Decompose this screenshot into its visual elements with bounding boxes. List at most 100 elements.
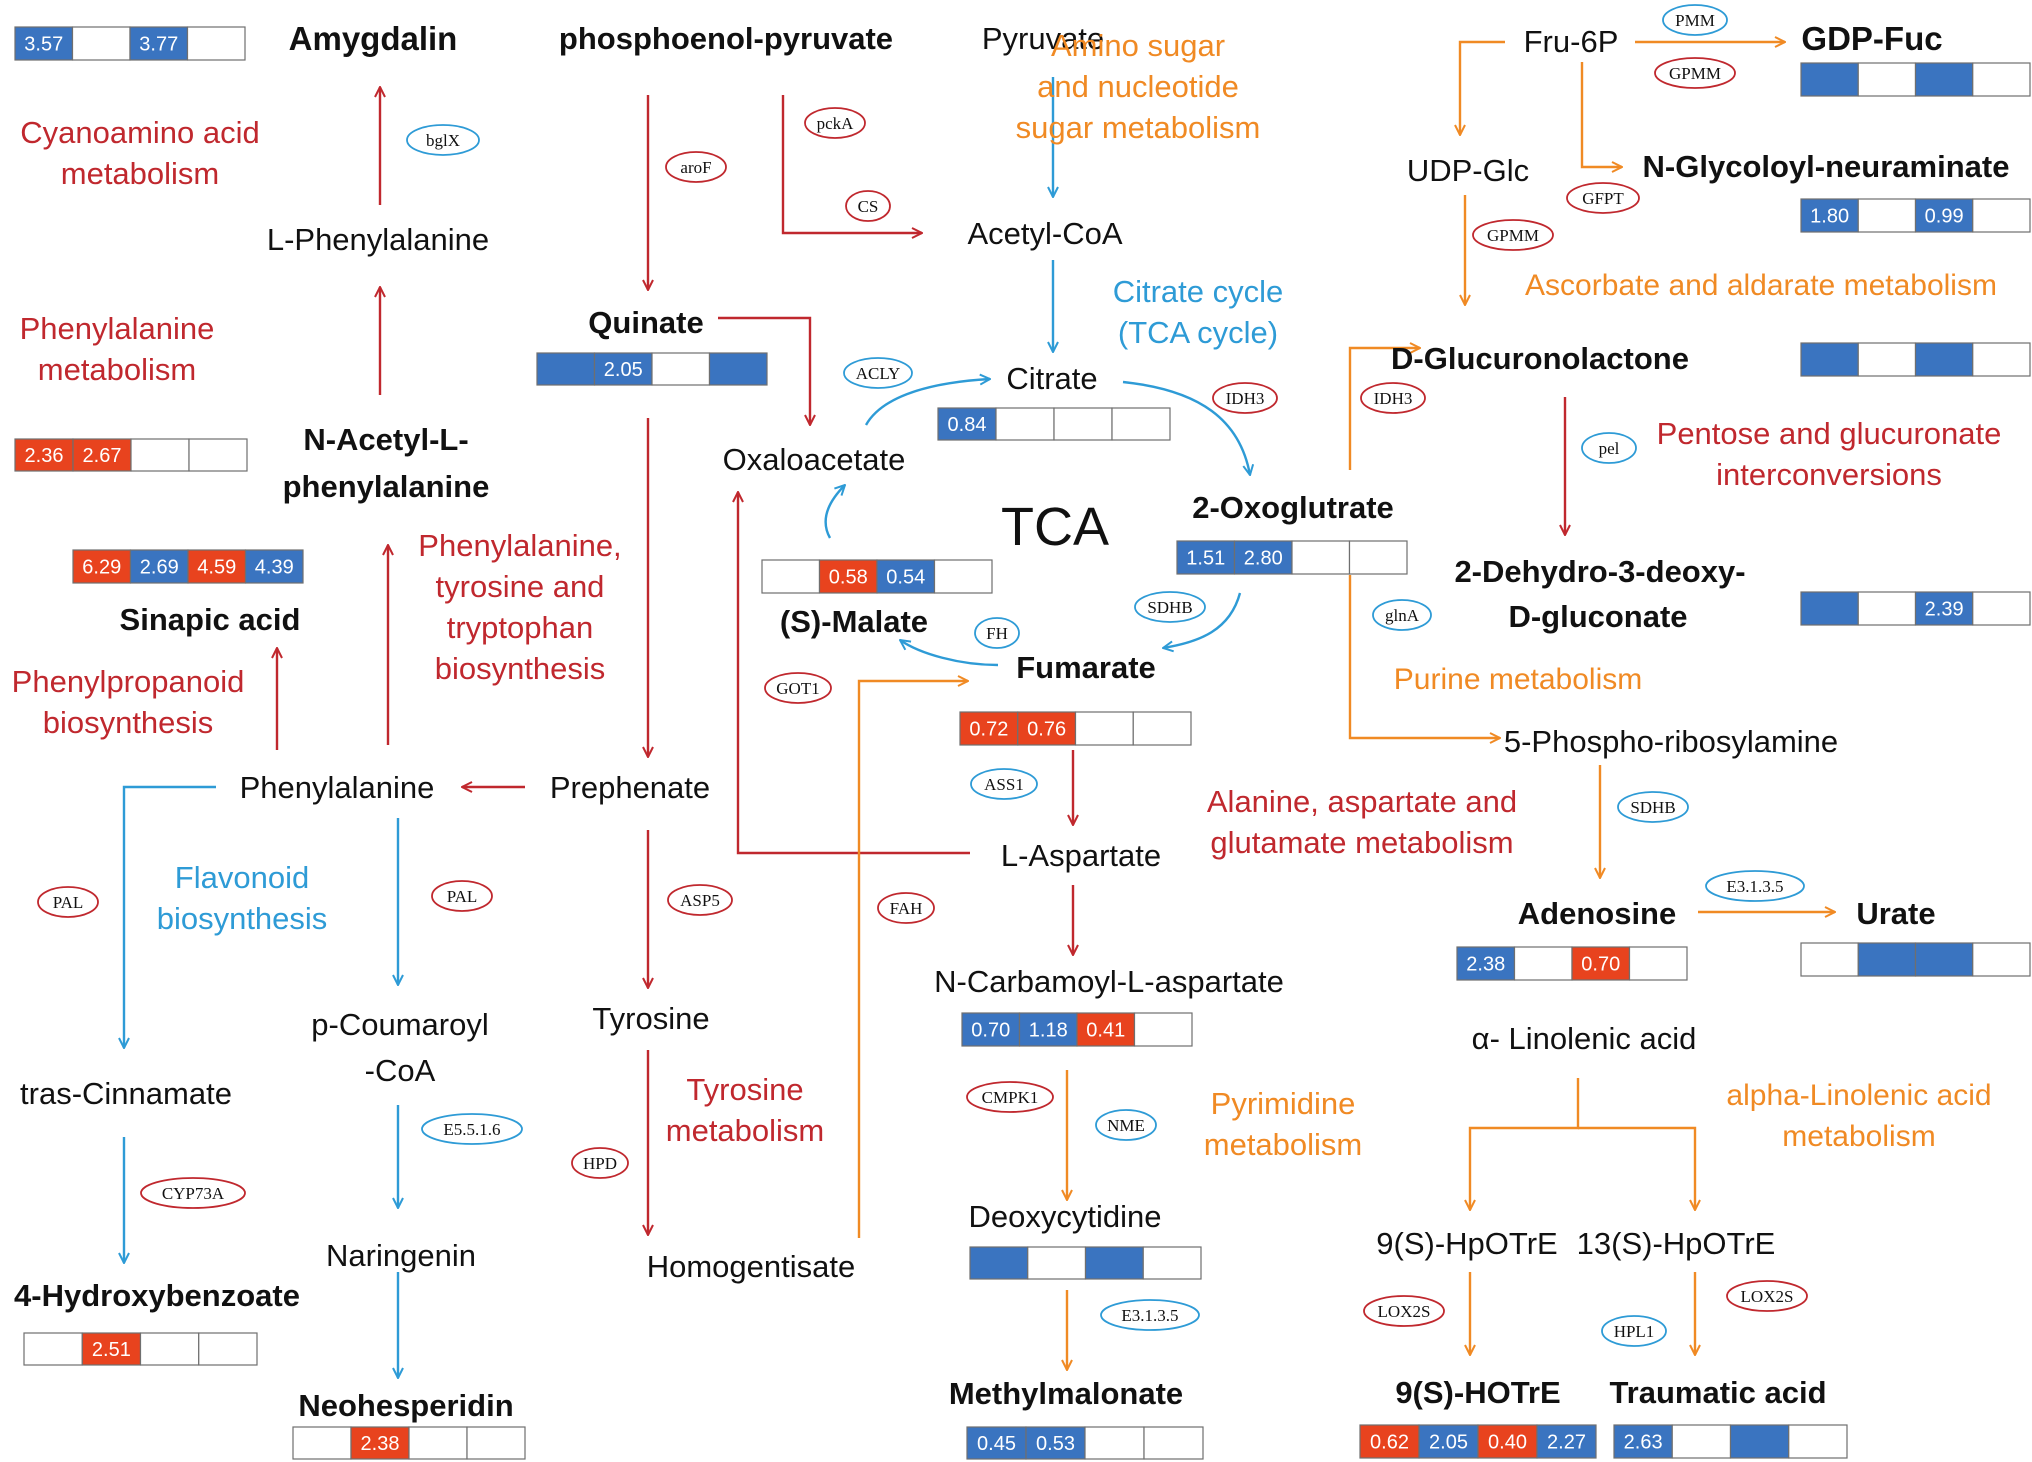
heatbox-cell-blue (1418, 1424, 1479, 1459)
enzyme-label: E3.1.3.5 (1121, 1306, 1178, 1325)
heatbox-cell-blue (1729, 1424, 1790, 1459)
enzyme-oval (1472, 219, 1554, 251)
metabolite-oxaloacetate: Oxaloacetate (723, 442, 906, 477)
enzyme-oval (845, 190, 891, 222)
heatbox-cell-blue (1914, 591, 1974, 626)
enzyme-sdhb-a: SDHB (1134, 591, 1206, 623)
metabolite-9s-hpotre: 9(S)-HpOTrE (1376, 1226, 1557, 1261)
heatbox-value: 6.29 (82, 557, 121, 579)
heatbox-cell-red (1477, 1424, 1538, 1459)
enzyme-label: LOX2S (1741, 1287, 1794, 1306)
heatbox-cell-red (72, 549, 132, 584)
pathway-label-ascorbate: Ascorbate and aldarate metabolism (1525, 269, 1997, 302)
heatbox-cell-blue (1800, 342, 1859, 377)
heatbox-cell-blue (1800, 591, 1859, 626)
heatbox-cell-red (1571, 946, 1631, 981)
pathway-label-amino-sugar-line: sugar metabolism (1016, 110, 1261, 145)
metabolite-tyrosine: Tyrosine (592, 1001, 709, 1036)
heatbox-cell-empty (1972, 198, 2031, 233)
enzyme-oval (1100, 1299, 1200, 1331)
enzyme-oval (571, 1147, 629, 1179)
enzyme-bglx: bglX (406, 124, 480, 156)
heatbox-hydroxybenzoate: 2.51 (23, 1332, 258, 1366)
enzyme-got1: GOT1 (764, 672, 832, 704)
arrow-phenylalanine-to-cinnamate (124, 785, 216, 1048)
pathway-label-phe-tyr-trp-line: Phenylalanine, (418, 528, 621, 563)
enzyme-oval (1654, 57, 1736, 89)
heatbox-cell-blue (966, 1426, 1027, 1460)
pathway-label-phenylpropanoid-line: biosynthesis (43, 705, 214, 740)
enzyme-oval (1134, 591, 1206, 623)
metabolite-deoxycytidine: Deoxycytidine (969, 1199, 1162, 1234)
heatbox-value: 2.36 (25, 445, 64, 467)
heatbox-traumatic-acid: 2.63 (1613, 1424, 1848, 1459)
enzyme-label: IDH3 (1374, 389, 1413, 408)
heatbox-cell-empty (466, 1426, 526, 1460)
enzyme-label: E3.1.3.5 (1726, 877, 1783, 896)
enzyme-oval (1095, 1109, 1157, 1141)
metabolite-pyruvate: Pyruvate (982, 21, 1104, 56)
enzyme-label: bglX (426, 131, 460, 150)
enzyme-label: SDHB (1630, 798, 1675, 817)
enzyme-pcka: pckA (804, 107, 866, 139)
metabolite-oxoglutrate: 2-Oxoglutrate (1192, 490, 1394, 525)
enzyme-label: HPL1 (1614, 1322, 1655, 1341)
heatbox-cell-red (1017, 711, 1077, 746)
enzyme-oval (1581, 432, 1637, 464)
pathway-label-phe-tyr-trp-line: tryptophan (447, 610, 594, 645)
pathway-label-citrate-cycle-line: Citrate cycle (1113, 274, 1284, 309)
heatbox-value: 0.45 (977, 1433, 1016, 1455)
heatbox-value: 0.40 (1488, 1432, 1527, 1454)
heatbox-cell-blue (1018, 1012, 1078, 1047)
heatbox-value: 2.38 (1466, 954, 1505, 976)
pathway-label-flavonoid-line: biosynthesis (157, 901, 328, 936)
enzyme-oval (1705, 870, 1805, 902)
heatbox-value: 2.51 (92, 1339, 131, 1361)
enzyme-label: E5.5.1.6 (443, 1120, 500, 1139)
pathway-label-ascorbate-line: Ascorbate and aldarate metabolism (1525, 269, 1997, 302)
heatbox-value: 0.70 (1581, 954, 1620, 976)
heatbox-cell-empty (1053, 407, 1113, 441)
enzyme-asp5: ASP5 (667, 884, 733, 916)
heatbox-n-acetyl-l-phenylalanine: 2.36 2.67 (14, 438, 248, 472)
heatbox-cell-blue (1456, 946, 1516, 981)
arrow-malate-to-oxaloacetate (824, 485, 845, 539)
metabolite-neohesperidin: Neohesperidin (298, 1388, 513, 1423)
pathway-label-alanine-line: Alanine, aspartate and (1207, 784, 1517, 819)
heatbox-cell-blue (876, 559, 936, 594)
pathway-label-cyanoamino-line: Cyanoamino acid (20, 115, 260, 150)
metabolite-traumatic-acid: Traumatic acid (1609, 1375, 1826, 1410)
enzyme-oval (1363, 1295, 1445, 1327)
metabolite-sinapic-acid: Sinapic acid (120, 602, 301, 637)
enzyme-cmpk1: CMPK1 (966, 1081, 1054, 1113)
metabolite-n-glycoloyl-neuraminate: N-Glycoloyl-neuraminate (1643, 149, 2010, 184)
arrow-pep-to-acetyl-coa (781, 95, 922, 233)
enzyme-acly: ACLY (843, 357, 913, 389)
pathway-label-flavonoid-line: Flavonoid (175, 860, 309, 895)
enzyme-label: SDHB (1147, 598, 1192, 617)
heatbox-value: 0.54 (886, 567, 925, 589)
heatbox-cell-empty (1133, 1012, 1193, 1047)
metabolite-gdp-fuc: GDP-Fuc (1801, 20, 1942, 57)
heatbox-value: 2.67 (83, 445, 122, 467)
heatbox-value: 4.59 (197, 557, 236, 579)
heatbox-value: 2.05 (1429, 1432, 1468, 1454)
heatbox-quinate: 2.05 (536, 352, 768, 386)
heatbox-cell-empty (1348, 540, 1408, 575)
enzyme-label: LOX2S (1378, 1302, 1431, 1321)
enzyme-cyp73a: CYP73A (140, 1177, 246, 1209)
enzyme-pel: pel (1581, 432, 1637, 464)
metabolite-phenylalanine: Phenylalanine (240, 770, 435, 805)
arrow-oxoglutrate-to-fumarate (1163, 592, 1242, 648)
tca-center-label: TCA (1001, 497, 1109, 557)
pathway-label-pyrimidine-line: Pyrimidine (1211, 1086, 1356, 1121)
enzyme-label: ASP5 (680, 891, 720, 910)
enzyme-label: aroF (680, 158, 711, 177)
enzyme-label: glnA (1385, 606, 1420, 625)
enzyme-nme: NME (1095, 1109, 1157, 1141)
heatbox-cell-empty (1972, 591, 2031, 626)
